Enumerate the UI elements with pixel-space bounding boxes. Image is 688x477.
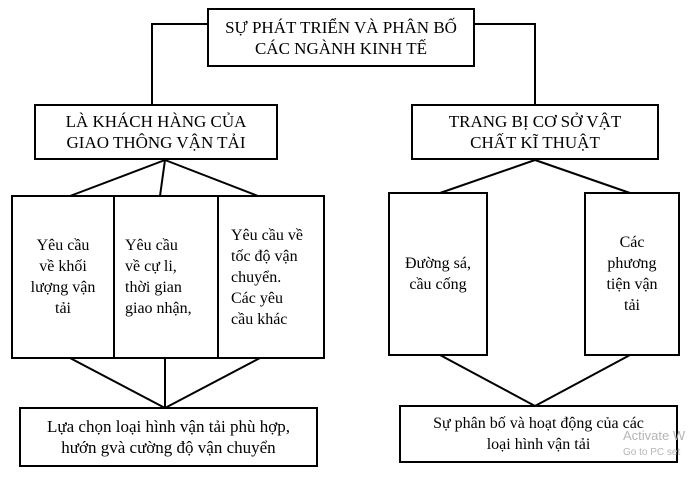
left-item1-line-2: về khối (39, 258, 87, 275)
left-item-speed-box: Yêu cầu về tốc độ vận chuyển. Các yêu cầ… (217, 195, 325, 359)
connector-left-to-item1 (69, 159, 166, 197)
connector-item1-to-result (69, 357, 166, 409)
connector-left-to-item3 (164, 159, 259, 197)
left-item2-line-3: thời gian (125, 279, 182, 296)
left-item3-line-4: Các yêu (231, 289, 283, 307)
right-item-vehicles-box: Các phương tiện vận tải (584, 192, 680, 356)
right-item1-line-1: Đường sá, (404, 255, 471, 272)
connector-left-to-item2 (159, 159, 166, 197)
left-result-box: Lựa chọn loại hình vận tải phù hợp, hướn… (19, 407, 318, 467)
left-result-line-2: hướn gvà cường độ vận chuyển (61, 438, 276, 457)
activate-watermark-title: Activate W (623, 428, 686, 443)
connector-right-to-item2 (534, 159, 631, 194)
left-item-volume-box: Yêu cầu về khối lượng vận tải (11, 195, 115, 359)
right-item-roads-box: Đường sá, cầu cống (388, 192, 488, 356)
left-item1-line-3: lượng vận (30, 279, 96, 296)
connector-ritem2-to-result (534, 354, 631, 407)
right-result-line-1: Sự phân bố và hoạt động của các (433, 415, 644, 432)
right-title-line-2: CHẤT KĨ THUẬT (470, 133, 600, 152)
left-item1-line-4: tải (55, 300, 71, 317)
right-result-line-2: loại hình vận tải (486, 436, 591, 453)
root-line-2: CÁC NGÀNH KINH TẾ (254, 38, 428, 58)
right-item2-line-1: Các (619, 234, 645, 251)
root-line-1: SỰ PHÁT TRIỂN VÀ PHÂN BỐ (225, 17, 457, 37)
connector-right-to-item1 (439, 159, 536, 194)
right-item2-line-2: phương (607, 255, 657, 272)
left-title-line-1: LÀ KHÁCH HÀNG CỦA (65, 112, 247, 131)
connector-root-left (151, 23, 207, 104)
left-title-line-2: GIAO THÔNG VẬN TẢI (66, 133, 246, 152)
right-item2-line-4: tải (624, 297, 640, 314)
left-item3-line-3: chuyển. (231, 268, 282, 286)
connector-ritem1-to-result (439, 354, 536, 407)
root-box: SỰ PHÁT TRIỂN VÀ PHÂN BỐ CÁC NGÀNH KINH … (207, 8, 475, 67)
left-item3-line-5: cầu khác (231, 310, 288, 328)
left-item1-line-1: Yêu cầu (36, 237, 90, 254)
left-result-line-1: Lựa chọn loại hình vận tải phù hợp, (47, 417, 290, 436)
left-item-distance-box: Yêu cầu về cự li, thời gian giao nhận, (113, 195, 219, 359)
right-item1-line-2: cầu cống (409, 276, 467, 293)
right-branch-title-box: TRANG BỊ CƠ SỞ VẬT CHẤT KĨ THUẬT (411, 104, 659, 160)
connector-item3-to-result (164, 357, 261, 409)
left-item3-line-1: Yêu cầu về (231, 226, 303, 244)
activate-watermark-subtitle: Go to PC set (623, 447, 681, 458)
left-item2-line-2: về cự li, (125, 258, 177, 275)
left-branch-title-box: LÀ KHÁCH HÀNG CỦA GIAO THÔNG VẬN TẢI (34, 104, 278, 160)
right-result-box: Sự phân bố và hoạt động của các loại hìn… (399, 405, 678, 463)
right-item2-line-3: tiện vận (606, 276, 658, 293)
left-item2-line-1: Yêu cầu (125, 237, 178, 254)
left-item2-line-4: giao nhận, (125, 300, 192, 317)
left-item3-line-2: tốc độ vận (231, 247, 298, 265)
right-title-line-1: TRANG BỊ CƠ SỞ VẬT (448, 112, 622, 131)
connector-root-right (475, 23, 536, 104)
